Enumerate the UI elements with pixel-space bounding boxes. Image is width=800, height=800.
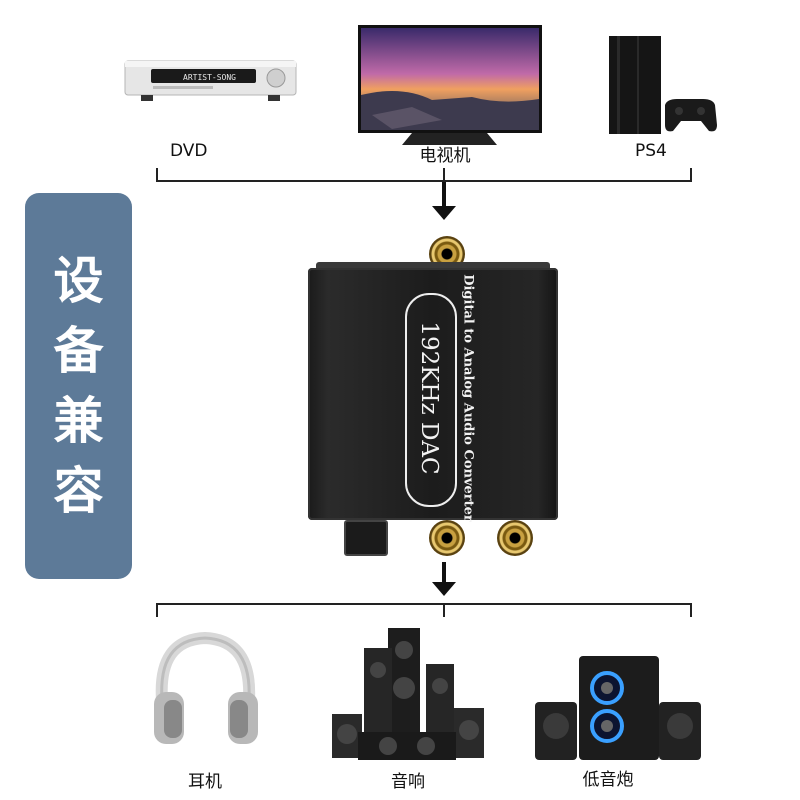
optical-input-port xyxy=(344,520,388,556)
input-arrow-icon xyxy=(432,206,456,220)
right-rca-output-jack xyxy=(497,520,533,556)
bottom-bracket-horizontal xyxy=(156,603,692,605)
bottom-bracket-center-tick xyxy=(443,603,445,617)
headphones-image xyxy=(148,630,263,750)
headphones-label: 耳机 xyxy=(188,772,222,792)
output-arrow-shaft xyxy=(442,562,446,582)
subwoofer-label: 低音炮 xyxy=(582,770,634,790)
left-rca-output-jack xyxy=(429,520,465,556)
bottom-bracket-left-tick xyxy=(156,603,158,617)
dac-model-text: 192KHz DAC xyxy=(416,321,442,475)
dac-top-edge xyxy=(316,262,550,272)
speaker-system-image xyxy=(330,628,490,763)
panel-char-3: 兼 xyxy=(53,392,104,450)
output-arrow-icon xyxy=(432,582,456,596)
dvd-label: DVD xyxy=(170,141,208,161)
input-arrow-shaft xyxy=(442,182,446,206)
top-bracket-left-tick xyxy=(156,168,158,182)
speakers-label: 音响 xyxy=(391,772,425,792)
dvd-display-text: ARTIST-SONG xyxy=(183,73,236,82)
ps4-label: PS4 xyxy=(635,141,667,161)
dvd-player-image: ARTIST-SONG xyxy=(123,55,298,101)
panel-char-4: 容 xyxy=(53,462,104,520)
subwoofer-system-image xyxy=(533,652,705,762)
tv-image xyxy=(352,25,547,147)
top-bracket-horizontal xyxy=(156,180,692,182)
bottom-bracket-right-tick xyxy=(690,603,692,617)
tv-label: 电视机 xyxy=(419,146,471,166)
top-bracket-center-tick xyxy=(443,168,445,182)
ps4-console-image xyxy=(605,33,720,138)
panel-char-2: 备 xyxy=(53,322,104,380)
dac-description-text: Digital to Analog Audio Converter xyxy=(460,274,476,522)
device-compatibility-panel: 设 备 兼 容 xyxy=(25,193,132,579)
dac-label-frame xyxy=(405,293,457,507)
panel-char-1: 设 xyxy=(53,252,104,310)
top-bracket-right-tick xyxy=(690,168,692,182)
